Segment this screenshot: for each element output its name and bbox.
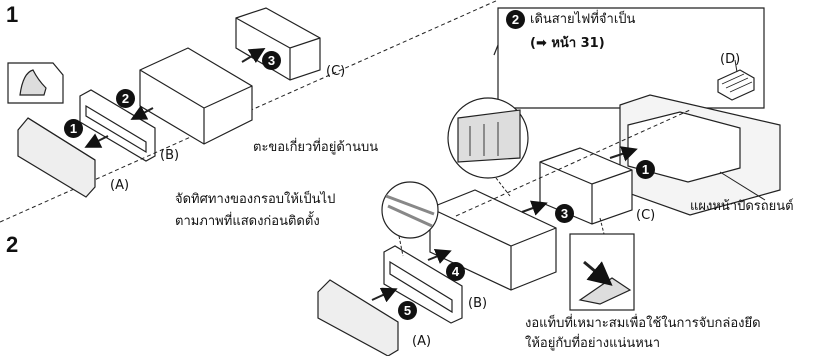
step-badge-3: 3 bbox=[262, 51, 281, 70]
tab-note-line2: ให้อยู่กับที่อย่างแน่นหนา bbox=[525, 336, 661, 351]
faceplate-a-bottom bbox=[317, 279, 399, 356]
step-2-heading: 2 bbox=[6, 232, 19, 257]
step-1-heading: 1 bbox=[6, 2, 19, 27]
label-c-top: (C) bbox=[326, 64, 346, 79]
step-badge-1b: 1 bbox=[636, 160, 655, 179]
label-c-bottom: (C) bbox=[636, 208, 656, 223]
step-badge-5: 5 bbox=[398, 301, 417, 320]
trim-b-bottom bbox=[383, 245, 463, 324]
step-badge-2: 2 bbox=[116, 89, 135, 108]
orient-note-line2: ตามภาพที่แสดงก่อนติดตั้ง bbox=[175, 214, 320, 229]
callout-badge-2: 2 bbox=[506, 10, 525, 29]
step-badge-4: 4 bbox=[446, 262, 465, 281]
label-a-top: (A) bbox=[110, 178, 130, 193]
tab-note-line1: งอแท็บที่เหมาะสมเพื่อใช้ในการจับกล่องยึด bbox=[525, 316, 761, 331]
sleeve-c-bottom bbox=[539, 147, 633, 225]
label-b-top: (B) bbox=[160, 148, 180, 163]
step-badge-1: 1 bbox=[64, 119, 83, 138]
orient-note-line1: จัดทิศทางของกรอบให้เป็นไป bbox=[175, 192, 336, 207]
step-badge-3b: 3 bbox=[555, 204, 574, 223]
connector-d bbox=[717, 69, 755, 101]
dashboard-note: แผงหน้าปัดรถยนต์ bbox=[690, 199, 794, 214]
label-d: (D) bbox=[720, 52, 741, 67]
unit-top bbox=[139, 47, 253, 145]
callout-page-ref: (➡ หน้า 31) bbox=[530, 36, 605, 51]
label-a-bottom: (A) bbox=[412, 334, 432, 349]
sleeve-c-top bbox=[235, 7, 321, 81]
hook-note: ตะขอเกี่ยวที่อยู่ด้านบน bbox=[253, 140, 379, 155]
label-b-bottom: (B) bbox=[468, 296, 488, 311]
hand-icon bbox=[19, 69, 47, 96]
callout-text-line1: เดินสายไฟที่จำเป็น bbox=[530, 12, 636, 27]
hook-detail bbox=[381, 181, 439, 239]
faceplate-a-top bbox=[17, 117, 96, 198]
